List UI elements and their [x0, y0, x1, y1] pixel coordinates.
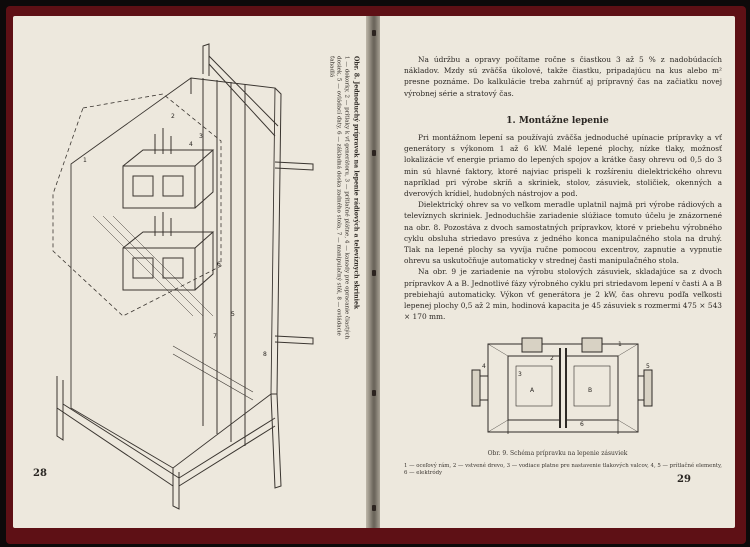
- figure-label: 6: [580, 421, 584, 428]
- figure-label: 5: [646, 363, 650, 370]
- figure-label: 4: [482, 363, 486, 370]
- figure-label: 3: [518, 371, 522, 378]
- figure-label: A: [530, 387, 535, 394]
- binding-stitch: [372, 30, 376, 36]
- drawing-label: 7: [213, 333, 217, 340]
- figure-label: 2: [550, 355, 554, 362]
- main-text: Pri montážnom lepení sa používajú zväčša…: [404, 132, 722, 322]
- figure-9-legend: 1 — oceľový rám, 2 — vstvené drevo, 3 — …: [404, 463, 722, 477]
- drawing-label: 8: [263, 351, 267, 358]
- drawing-label: 6: [217, 261, 221, 268]
- binding-stitch: [372, 390, 376, 396]
- page-number-left: 28: [33, 468, 47, 479]
- paragraph: Dielektrický ohrev sa vo veľkom meradle …: [404, 200, 722, 266]
- figure-8-title: Obr. 8. Jednoduchý prípravok na lepenie …: [352, 56, 360, 310]
- paragraph: Na obr. 9 je zariadenie na výrobu stolov…: [404, 267, 722, 322]
- intro-paragraph: Na údržbu a opravy počítame ročne s čias…: [404, 55, 722, 98]
- figure-8-caption: Obr. 8. Jednoduchý prípravok na lepenie …: [313, 56, 368, 356]
- paragraph: Pri montážnom lepení sa používajú zväčša…: [404, 133, 722, 199]
- binding-stitch: [372, 505, 376, 511]
- figure-8-legend: 1 — dokorky, 2 — prítlaky k vť generátor…: [328, 56, 350, 340]
- workbench-drawing: 1 2 3 4 5 6 7 8: [52, 43, 314, 510]
- drawing-label: 1: [83, 157, 87, 164]
- figure-label: 1: [618, 341, 622, 348]
- left-page: 1 2 3 4 5 6 7 8 Obr. 8. Jednoduchý prípr…: [13, 16, 368, 528]
- section-title: 1. Montážne lepenie: [506, 116, 609, 126]
- drawing-label: 5: [231, 311, 235, 318]
- right-page: Na údržbu a opravy počítame ročne s čias…: [380, 16, 735, 528]
- binding-stitch: [372, 150, 376, 156]
- drawing-label: 3: [199, 133, 203, 140]
- page-number-right: 29: [677, 474, 691, 485]
- figure-9-caption: Obr. 9. Schéma prípravku na lepenie zásu…: [487, 450, 628, 457]
- drawing-label: 4: [189, 141, 193, 148]
- figure-9-schematic: 1 2 3 4 5 6 A B: [471, 337, 653, 434]
- binding-stitch: [372, 270, 376, 276]
- drawing-label: 2: [171, 113, 175, 120]
- figure-label: B: [588, 387, 592, 394]
